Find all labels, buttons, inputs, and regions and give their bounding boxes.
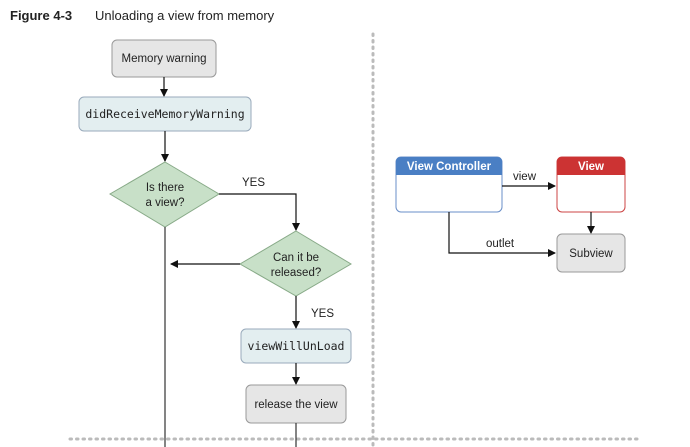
release-view-node: release the view xyxy=(245,384,347,424)
view-will-unload-node: viewWillUnLoad xyxy=(240,328,352,364)
view-will-unload-label: viewWillUnLoad xyxy=(248,339,345,353)
is-there-view-decision: Is there a view? xyxy=(109,161,220,228)
can-release-line2: released? xyxy=(271,267,322,279)
view-controller-object: View Controller xyxy=(395,156,503,213)
figure-title: Unloading a view from memory xyxy=(95,8,275,23)
memory-warning-node: Memory warning xyxy=(111,39,217,78)
subview-object: Subview xyxy=(556,233,626,273)
view-label: View xyxy=(578,161,604,173)
can-release-line1: Can it be xyxy=(273,252,319,264)
yes-label-2: YES xyxy=(311,308,334,320)
yes-label-1: YES xyxy=(242,177,265,189)
yes-path-1 xyxy=(219,193,300,231)
subview-label: Subview xyxy=(569,248,613,260)
figure-number: Figure 4-3 xyxy=(10,8,73,23)
did-receive-node: didReceiveMemoryWarning xyxy=(78,96,252,132)
memory-warning-label: Memory warning xyxy=(122,53,207,65)
view-edge-label: view xyxy=(513,171,537,183)
is-there-view-line2: a view? xyxy=(146,197,185,209)
outlet-edge xyxy=(448,212,556,257)
is-there-view-line1: Is there xyxy=(146,182,184,194)
outlet-edge-label: outlet xyxy=(486,238,515,250)
view-object: View xyxy=(556,156,626,213)
figure-caption: Figure 4-3 Unloading a view from memory xyxy=(10,8,274,23)
can-release-decision: Can it be released? xyxy=(239,230,352,297)
release-view-label: release the view xyxy=(254,399,338,411)
did-receive-label: didReceiveMemoryWarning xyxy=(85,107,244,121)
view-controller-label: View Controller xyxy=(407,161,492,173)
